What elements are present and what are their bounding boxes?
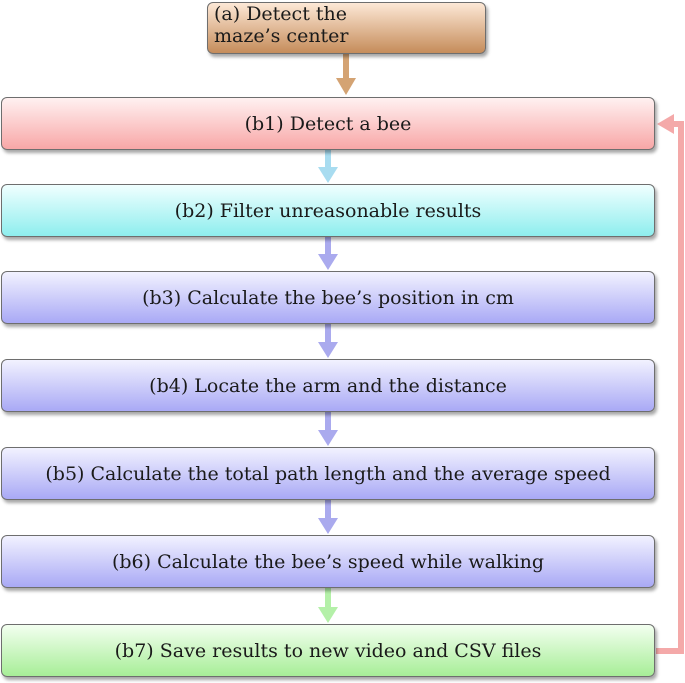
arrowhead-b6-to-b7 bbox=[318, 607, 338, 623]
arrowhead-b5-to-b6 bbox=[318, 518, 338, 534]
step-b3-label: (b3) Calculate the bee’s position in cm bbox=[142, 286, 514, 309]
loop-arrowhead bbox=[657, 114, 674, 134]
step-a-detect-maze-center: (a) Detect the maze’s center bbox=[207, 2, 486, 54]
step-b7: (b7) Save results to new video and CSV f… bbox=[1, 624, 655, 677]
step-b5-label: (b5) Calculate the total path length and… bbox=[45, 462, 611, 485]
step-b6-label: (b6) Calculate the bee’s speed while wal… bbox=[111, 550, 545, 573]
arrowhead-a-to-b1 bbox=[336, 78, 356, 95]
arrowhead-b2-to-b3 bbox=[318, 254, 338, 270]
step-b7-label: (b7) Save results to new video and CSV f… bbox=[114, 639, 542, 662]
step-b1-label: (b1) Detect a bee bbox=[244, 112, 412, 135]
step-b2-label: (b2) Filter unreasonable results bbox=[174, 199, 482, 222]
arrowhead-b3-to-b4 bbox=[318, 342, 338, 358]
step-a-line2: maze’s center bbox=[214, 25, 349, 47]
arrowhead-b1-to-b2 bbox=[318, 167, 338, 183]
loop-arrow-b7-to-b1 bbox=[656, 121, 684, 654]
step-b6: (b6) Calculate the bee’s speed while wal… bbox=[1, 535, 655, 588]
step-b4: (b4) Locate the arm and the distance bbox=[1, 359, 655, 412]
step-b2: (b2) Filter unreasonable results bbox=[1, 184, 655, 237]
step-b1: (b1) Detect a bee bbox=[1, 97, 655, 150]
step-b4-label: (b4) Locate the arm and the distance bbox=[149, 374, 507, 397]
arrowhead-b4-to-b5 bbox=[318, 430, 338, 446]
step-b5: (b5) Calculate the total path length and… bbox=[1, 447, 655, 500]
step-a-line1: (a) Detect the bbox=[214, 3, 347, 25]
step-b3: (b3) Calculate the bee’s position in cm bbox=[1, 271, 655, 324]
